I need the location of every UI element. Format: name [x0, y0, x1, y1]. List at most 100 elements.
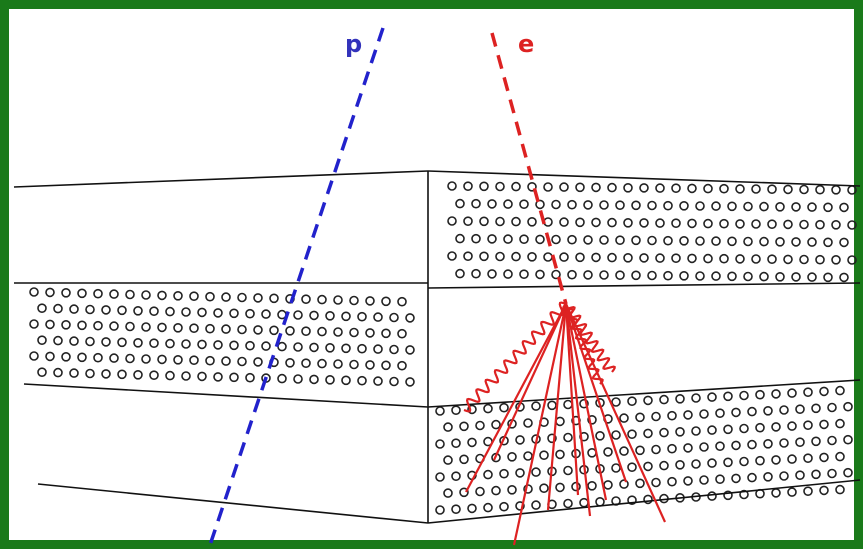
fiber-circle-middle-left	[301, 326, 311, 337]
fiber-circle-middle-left	[141, 290, 151, 300]
fiber-circle-middle-left	[133, 337, 143, 348]
fiber-circle-upper-right	[751, 254, 761, 264]
fiber-circle-middle-left	[405, 313, 415, 323]
fiber-circle-upper-right	[671, 183, 681, 193]
fiber-circle-upper-right	[775, 271, 785, 282]
fiber-circle-upper-right	[599, 200, 609, 210]
fiber-circle-lower-right	[843, 401, 853, 412]
fiber-circle-lower-right	[515, 501, 525, 511]
fiber-circle-upper-right	[503, 269, 513, 279]
fiber-circle-lower-right	[547, 433, 557, 444]
fiber-circle-middle-left	[269, 293, 279, 304]
fiber-circle-middle-left	[85, 336, 95, 347]
fiber-circle-upper-right	[783, 254, 793, 265]
fiber-circle-lower-right	[675, 459, 685, 470]
fiber-circle-upper-right	[711, 201, 721, 211]
fiber-circle-lower-right	[603, 447, 613, 457]
fiber-circle-lower-right	[835, 484, 845, 495]
fiber-circle-upper-right	[479, 251, 489, 262]
fiber-circle-lower-right	[563, 498, 573, 509]
fiber-circle-middle-left	[53, 303, 63, 314]
fiber-circle-lower-right	[827, 435, 837, 446]
fiber-circle-upper-right	[559, 182, 569, 192]
fiber-circle-lower-right	[787, 388, 797, 398]
fiber-circle-lower-right	[483, 469, 493, 480]
fiber-circle-middle-left	[45, 351, 55, 362]
fiber-circle-lower-right	[835, 385, 845, 396]
fiber-circle-lower-right	[771, 488, 781, 498]
fiber-circle-lower-right	[459, 421, 469, 432]
fiber-circle-upper-right	[823, 272, 833, 283]
fiber-circle-upper-right	[759, 201, 769, 212]
fiber-circle-middle-left	[109, 353, 119, 363]
fiber-circle-upper-right	[799, 184, 809, 195]
fiber-circle-upper-right	[471, 233, 481, 244]
fiber-circle-lower-right	[675, 426, 685, 437]
fiber-circle-upper-right	[831, 185, 841, 195]
fiber-circle-middle-left	[333, 359, 343, 369]
fiber-circle-lower-right	[459, 487, 469, 498]
fiber-circle-middle-left	[325, 342, 335, 353]
fiber-circle-middle-left	[357, 375, 367, 386]
fiber-circle-middle-left	[229, 340, 239, 351]
fiber-circle-lower-right	[707, 425, 717, 435]
fiber-circle-middle-left	[189, 355, 199, 366]
fiber-circle-middle-left	[157, 290, 167, 301]
fiber-circle-upper-right	[631, 200, 641, 211]
fiber-circle-middle-left	[61, 319, 71, 330]
fiber-circle-lower-right	[643, 494, 653, 505]
fiber-circle-middle-left	[341, 343, 351, 354]
fiber-circle-lower-right	[691, 393, 701, 403]
fiber-circle-middle-left	[245, 372, 255, 383]
fiber-circle-lower-right	[619, 413, 629, 423]
fiber-circle-lower-right	[587, 414, 597, 425]
fiber-circle-lower-right	[547, 400, 557, 411]
fiber-circle-lower-right	[675, 393, 685, 404]
fiber-circle-middle-left	[101, 305, 111, 315]
fiber-circle-middle-left	[165, 306, 175, 317]
fiber-circle-middle-left	[69, 336, 79, 346]
fiber-circle-upper-right	[527, 182, 537, 192]
fiber-circle-middle-left	[45, 287, 55, 298]
fiber-circle-lower-right	[539, 483, 549, 494]
fiber-circle-middle-left	[117, 337, 127, 348]
fiber-circle-upper-right	[535, 199, 545, 210]
fiber-circle-lower-right	[707, 392, 717, 402]
fiber-circle-upper-right	[639, 183, 649, 193]
shower-track	[546, 303, 568, 511]
fiber-circle-lower-right	[523, 418, 533, 428]
fiber-circle-middle-left	[341, 375, 351, 386]
fiber-circle-lower-right	[643, 428, 653, 439]
fiber-circle-upper-right	[527, 251, 537, 262]
fiber-circle-lower-right	[715, 408, 725, 419]
fiber-circle-lower-right	[435, 406, 445, 416]
fiber-circle-middle-left	[173, 354, 183, 365]
fiber-circle-middle-left	[253, 357, 263, 367]
fiber-circle-lower-right	[683, 476, 693, 486]
fiber-circle-middle-left	[245, 340, 255, 351]
fiber-circle-upper-right	[623, 252, 633, 263]
fiber-circle-middle-left	[117, 305, 127, 316]
fiber-circle-middle-left	[165, 370, 175, 381]
fiber-circle-upper-right	[583, 235, 593, 245]
fiber-circle-lower-right	[475, 486, 485, 497]
boundary-top-right	[427, 170, 861, 187]
fiber-circle-lower-right	[771, 455, 781, 465]
fiber-circle-middle-left	[53, 335, 63, 346]
em-shower	[463, 301, 667, 546]
fiber-circle-middle-left	[221, 324, 231, 334]
fiber-circle-upper-right	[519, 234, 529, 244]
fiber-circle-upper-right	[471, 268, 481, 279]
fiber-circle-lower-right	[659, 460, 669, 471]
fiber-circle-middle-left	[357, 311, 367, 322]
fiber-circle-middle-left	[77, 320, 87, 331]
fiber-circle-upper-right	[791, 237, 801, 247]
fiber-circle-lower-right	[755, 422, 765, 433]
fiber-circle-lower-right	[843, 467, 853, 478]
fiber-circle-middle-left	[253, 293, 263, 303]
fiber-circle-upper-right	[735, 254, 745, 264]
fiber-circle-upper-right	[767, 254, 777, 265]
fiber-circle-upper-right	[487, 234, 497, 244]
fiber-circle-middle-left	[405, 377, 415, 387]
fiber-circle-lower-right	[499, 402, 509, 413]
